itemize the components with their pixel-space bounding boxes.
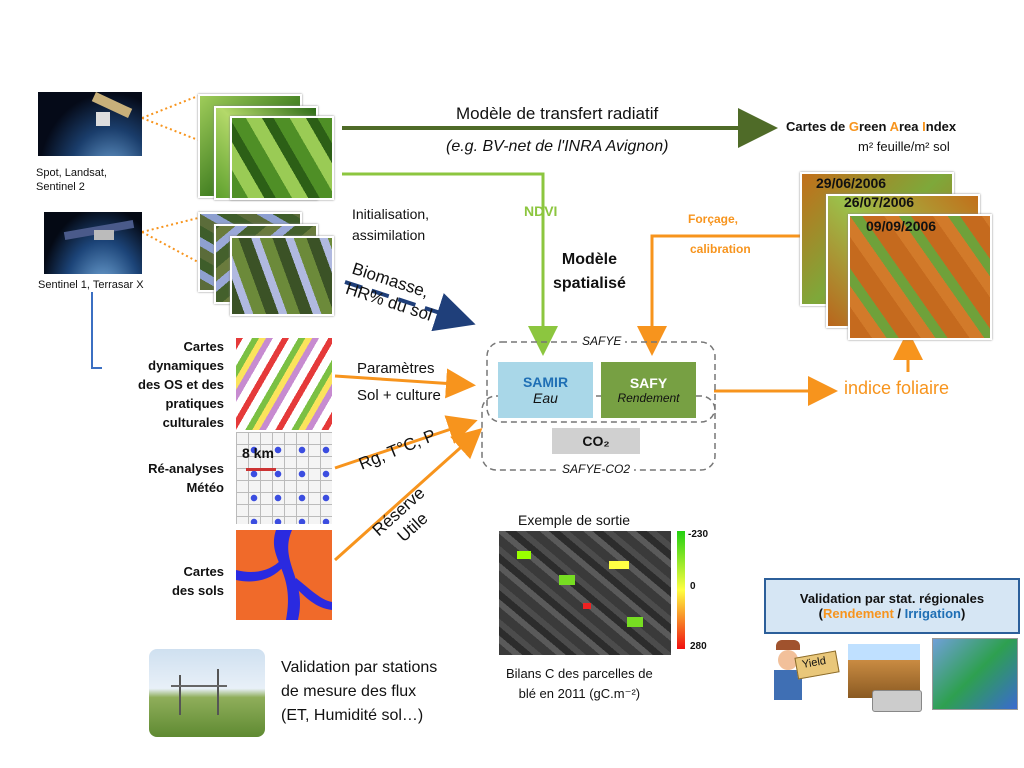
validation-regional-line1: Validation par stat. régionales xyxy=(799,591,985,606)
optical-satellite-caption: Spot, Landsat, Sentinel 2 xyxy=(36,167,107,193)
gai-title: Cartes de Green Area Index xyxy=(786,119,957,134)
safye-label: SAFYE xyxy=(578,334,626,348)
gai-units: m² feuille/m² sol xyxy=(858,139,950,154)
scale-illustration xyxy=(872,690,922,712)
forcage-label: Forçage, xyxy=(688,212,739,226)
field-photo xyxy=(848,644,920,698)
calibration-label: calibration xyxy=(690,242,751,256)
radar-satellite-image xyxy=(44,212,142,274)
output-scale-bottom: 280 xyxy=(690,641,707,652)
irrigation-map-image xyxy=(932,638,1018,710)
radar-satellite-caption: Sentinel 1, Terrasar X xyxy=(38,279,144,291)
safye-co2-label: SAFYE-CO2 xyxy=(558,462,635,476)
indice-foliaire-label: indice foliaire xyxy=(844,378,950,398)
km-scale-bar xyxy=(246,468,276,471)
safy-box: SAFY Rendement xyxy=(601,362,696,418)
optical-satellite-image xyxy=(38,92,142,156)
ndvi-label: NDVI xyxy=(524,203,558,219)
output-map-image xyxy=(499,531,671,655)
validation-regional-box: Validation par stat. régionales (Rendeme… xyxy=(764,578,1020,634)
meteo-grid-image xyxy=(236,432,332,524)
parametres-label: Paramètres xyxy=(357,360,435,377)
sol-culture-label: Sol + culture xyxy=(357,387,441,404)
forcage-arrow xyxy=(637,234,800,356)
farmer-illustration: Yield xyxy=(758,638,840,712)
gai-date-2: 26/07/2006 xyxy=(844,194,915,210)
flux-station-photo xyxy=(149,649,265,737)
km-label: 8 km xyxy=(242,445,274,461)
output-caption: Bilans C des parcelles de blé en 2011 (g… xyxy=(506,666,653,701)
os-map-image xyxy=(236,338,332,430)
biomasse-arrow xyxy=(344,280,476,332)
samir-box: SAMIR Eau xyxy=(498,362,593,418)
output-scale-top: -230 xyxy=(688,529,709,540)
init-label: Initialisation, assimilation xyxy=(352,206,430,243)
output-scale-mid: 0 xyxy=(690,581,696,592)
gai-date-3: 09/09/2006 xyxy=(866,218,937,234)
safy-title: SAFY xyxy=(629,375,668,391)
safy-subtitle: Rendement xyxy=(617,391,680,405)
gai-date-1: 29/06/2006 xyxy=(816,175,887,191)
validation-flux-text: Validation par stations de mesure des fl… xyxy=(281,659,438,724)
sols-label: Cartes des sols xyxy=(171,564,224,598)
samir-subtitle: Eau xyxy=(533,390,558,406)
gai-map-3 xyxy=(848,214,992,340)
output-color-scale xyxy=(677,531,685,649)
output-title: Exemple de sortie xyxy=(518,512,631,528)
ndvi-arrow xyxy=(342,172,558,356)
samir-title: SAMIR xyxy=(522,374,569,390)
modele-spatialise-label: Modèle spatialisé xyxy=(553,251,626,292)
soil-map-image xyxy=(236,530,332,620)
os-label: Cartes dynamiques des OS et des pratique… xyxy=(138,339,224,430)
meteo-label: Ré-analyses Météo xyxy=(148,461,224,495)
optical-image-stack-3 xyxy=(230,116,334,200)
radiative-transfer-subtitle: (e.g. BV-net de l'INRA Avignon) xyxy=(446,138,669,155)
validation-regional-line2: (Rendement / Irrigation) xyxy=(818,606,966,621)
radiative-transfer-title: Modèle de transfert radiatif xyxy=(456,104,659,123)
co2-box: CO₂ xyxy=(552,428,640,454)
radar-image-stack-3 xyxy=(230,236,334,316)
